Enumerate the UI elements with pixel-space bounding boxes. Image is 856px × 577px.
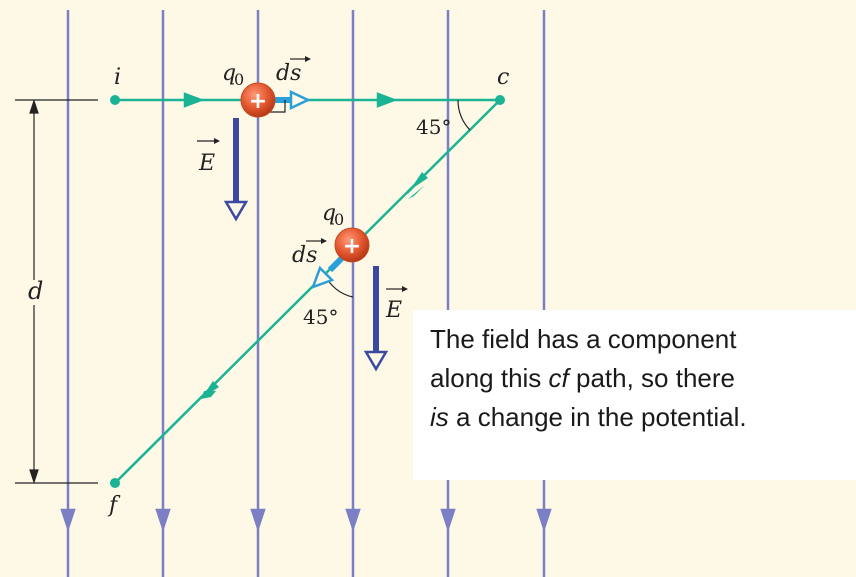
e-label-mid: E <box>385 286 408 323</box>
angle-arc-top <box>457 99 471 131</box>
svg-text:q: q <box>222 61 236 86</box>
field-line <box>155 10 171 577</box>
svg-text:E: E <box>385 298 402 323</box>
point-f-label: f <box>107 493 121 518</box>
svg-text:ds: ds <box>292 243 317 268</box>
svg-text:+: + <box>343 234 361 259</box>
e-label-top: E <box>197 138 220 176</box>
svg-text:q: q <box>322 201 336 226</box>
svg-text:ds: ds <box>276 61 301 86</box>
angle-label-top: 45° <box>416 115 451 139</box>
point-i-label: i <box>114 65 121 90</box>
distance-label: d <box>28 277 43 305</box>
e-vector-top <box>223 118 249 222</box>
charge-mid: + <box>334 227 370 263</box>
point-f <box>110 478 120 488</box>
svg-text:E: E <box>198 151 215 176</box>
ds-label-top: ds <box>276 56 311 86</box>
caption-box: The field has a component along this cf … <box>413 310 856 480</box>
svg-text:0: 0 <box>334 210 344 229</box>
q0-label-top: q 0 <box>222 61 244 89</box>
caption-line-2: along this cf path, so there <box>430 363 735 393</box>
ds-label-mid: ds <box>292 238 327 268</box>
field-line <box>60 10 76 577</box>
caption-line-1: The field has a component <box>430 324 737 354</box>
distance-marker <box>15 99 98 484</box>
angle-label-bottom: 45° <box>303 305 338 329</box>
svg-text:+: + <box>249 89 267 114</box>
point-c <box>495 95 505 105</box>
field-line <box>440 10 456 577</box>
path-cf-arrows <box>201 172 428 399</box>
e-vector-mid <box>363 266 389 372</box>
point-i <box>110 95 120 105</box>
field-line <box>345 10 361 577</box>
caption-line-3: is a change in the potential. <box>430 402 747 432</box>
charge-top: + <box>240 82 276 118</box>
point-c-label: c <box>497 65 509 90</box>
field-line <box>536 10 552 577</box>
ds-vector-top <box>270 90 311 113</box>
q0-label-mid: q 0 <box>322 201 344 229</box>
svg-text:0: 0 <box>234 70 244 89</box>
